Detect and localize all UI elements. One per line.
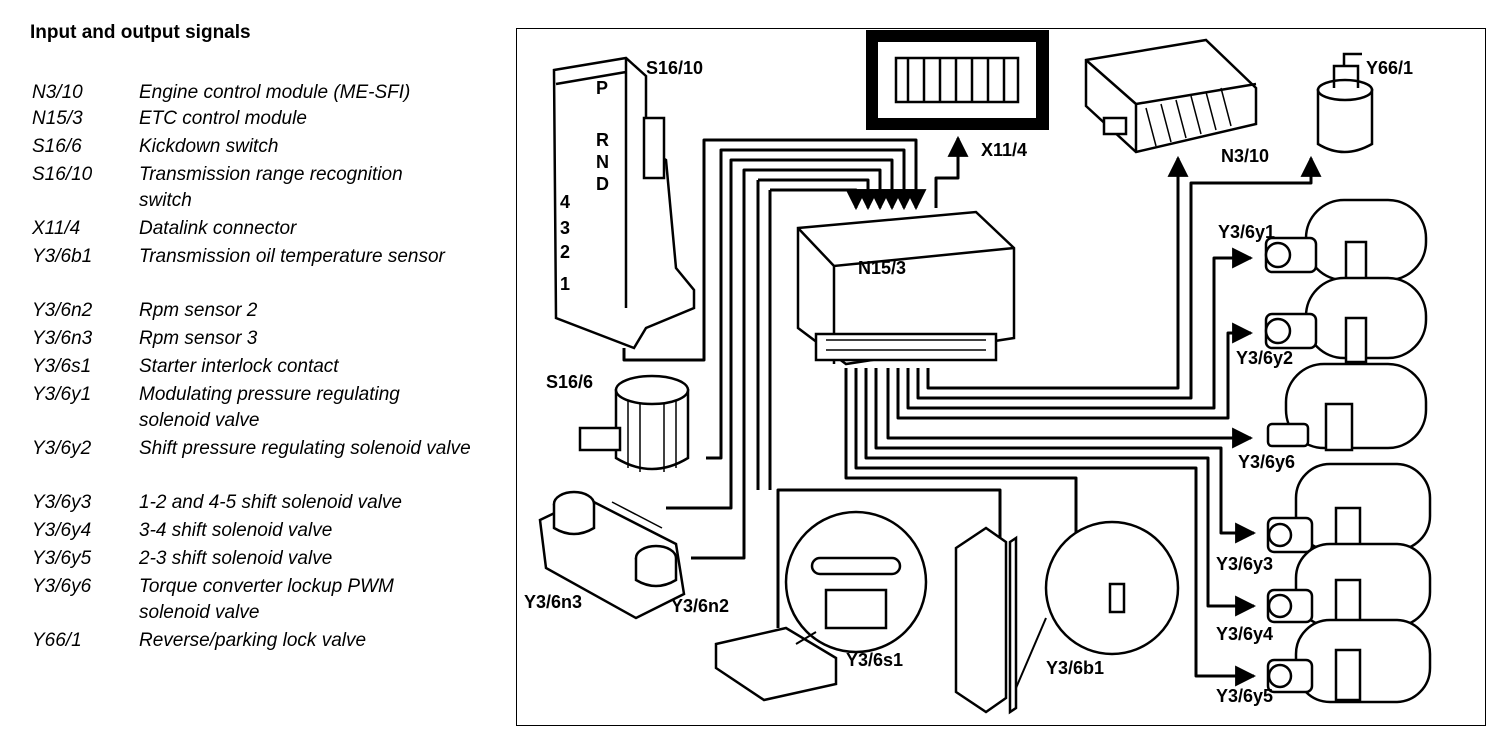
wire-x11-4 xyxy=(934,135,969,208)
legend-desc: Rpm sensor 2 xyxy=(139,300,258,321)
wire-y3-6y4 xyxy=(864,368,1257,617)
wiring-harness xyxy=(622,135,1322,687)
legend-desc: Torque converter lockup PWM solenoid val… xyxy=(139,576,394,623)
etc-control-module-n15-3 xyxy=(796,210,1016,366)
legend-desc: 1-2 and 4-5 shift solenoid valve xyxy=(139,492,402,513)
legend-desc: Transmission range recognition switch xyxy=(139,164,403,211)
legend-desc: Starter interlock contact xyxy=(139,356,339,377)
wiring-diagram: P R N D 4 3 2 1 S16/10 X11/4 N3/10 xyxy=(516,28,1486,726)
detail-leader-b1 xyxy=(1015,617,1047,689)
legend-title: Input and output signals xyxy=(30,22,251,43)
range-switch-s16-10: P R N D 4 3 2 1 xyxy=(552,56,696,350)
selector-position: D xyxy=(596,174,609,194)
wire-y66-1 xyxy=(916,155,1322,400)
selector-position: 1 xyxy=(560,274,570,294)
oil-temperature-sensor-y3-6b1 xyxy=(954,520,1180,715)
legend-desc: Datalink connector xyxy=(139,218,297,239)
label-s16-10: S16/10 xyxy=(646,58,703,78)
datalink-connector-x11-4 xyxy=(866,30,1049,130)
label-y3-6y3: Y3/6y3 xyxy=(1216,554,1273,574)
legend-desc: Shift pressure regulating solenoid valve xyxy=(139,438,471,459)
rpm-sensor-y3-6n2 xyxy=(634,544,678,588)
wire-y3-6y3 xyxy=(874,368,1257,544)
label-y3-6n2: Y3/6n2 xyxy=(671,596,729,616)
legend-code: Y3/6y5 xyxy=(32,548,92,569)
selector-position: N xyxy=(596,152,609,172)
wire-n3-10 xyxy=(926,155,1189,390)
legend-code: Y3/6y6 xyxy=(32,576,92,597)
legend-code: N15/3 xyxy=(32,108,83,129)
detail-leader-s1 xyxy=(795,631,817,645)
legend-code: N3/10 xyxy=(32,82,83,103)
solenoid-valve-y3-6y3 xyxy=(1266,462,1432,558)
selector-position: 4 xyxy=(560,192,570,212)
engine-control-module-n3-10 xyxy=(1084,38,1258,154)
legend-code: Y3/6b1 xyxy=(32,246,93,267)
legend-desc: 3-4 shift solenoid valve xyxy=(139,520,333,541)
legend-desc: Transmission oil temperature sensor xyxy=(139,246,445,267)
label-y66-1: Y66/1 xyxy=(1366,58,1413,78)
legend-desc: Engine control module (ME-SFI) xyxy=(139,82,411,103)
wire-y3-6y1 xyxy=(906,247,1254,410)
legend-code: Y3/6y2 xyxy=(32,438,92,459)
legend-code: S16/10 xyxy=(32,164,93,185)
wire-y3-6y2 xyxy=(896,322,1254,420)
wire-s16-10 xyxy=(622,138,927,362)
label-n15-3: N15/3 xyxy=(858,258,906,278)
legend-desc: Kickdown switch xyxy=(139,136,279,157)
legend-code: S16/6 xyxy=(32,136,82,157)
selector-position: R xyxy=(596,130,609,150)
kickdown-switch-s16-6 xyxy=(578,374,690,472)
solenoid-valve-y3-6y5 xyxy=(1266,618,1432,704)
solenoid-valve-y3-6y4 xyxy=(1266,542,1432,630)
label-y3-6n3: Y3/6n3 xyxy=(524,592,582,612)
wire-y3-6y6 xyxy=(886,368,1254,449)
wire-y3-6y5 xyxy=(854,368,1257,687)
starter-interlock-contact-y3-6s1 xyxy=(714,510,928,702)
label-n3-10: N3/10 xyxy=(1221,146,1269,166)
legend-code: X11/4 xyxy=(32,218,81,239)
wire-y3-6n3 xyxy=(666,158,903,510)
legend-code: Y66/1 xyxy=(32,630,82,651)
wire-y3-6s1 xyxy=(776,488,1002,628)
legend-desc: 2-3 shift solenoid valve xyxy=(139,548,333,569)
label-y3-6y6: Y3/6y6 xyxy=(1238,452,1295,472)
selector-position: P xyxy=(596,78,608,98)
legend-code: Y3/6y4 xyxy=(32,520,92,541)
selector-position: 2 xyxy=(560,242,570,262)
legend-desc: Rpm sensor 3 xyxy=(139,328,258,349)
wire-y3-6n2 xyxy=(691,168,891,560)
legend-desc: Modulating pressure regulating solenoid … xyxy=(139,384,400,431)
label-x11-4: X11/4 xyxy=(981,140,1027,160)
selector-position: 3 xyxy=(560,218,570,238)
legend-desc: Reverse/parking lock valve xyxy=(139,630,367,651)
wire-s16-6 xyxy=(706,148,915,460)
label-y3-6y5: Y3/6y5 xyxy=(1216,686,1273,706)
label-y3-6y2: Y3/6y2 xyxy=(1236,348,1293,368)
legend-code: Y3/6n2 xyxy=(32,300,93,321)
legend-code: Y3/6y3 xyxy=(32,492,92,513)
label-y3-6s1: Y3/6s1 xyxy=(846,650,903,670)
label-s16-6: S16/6 xyxy=(546,372,593,392)
solenoid-valve-y3-6y2 xyxy=(1264,276,1428,364)
label-y3-6b1: Y3/6b1 xyxy=(1046,658,1104,678)
label-y3-6y1: Y3/6y1 xyxy=(1218,222,1275,242)
legend-code: Y3/6y1 xyxy=(32,384,92,405)
label-y3-6y4: Y3/6y4 xyxy=(1216,624,1273,644)
legend-code: Y3/6s1 xyxy=(32,356,92,377)
solenoid-valve-y3-6y6 xyxy=(1266,362,1428,452)
reverse-parking-lock-valve-y66-1 xyxy=(1316,52,1374,154)
wire-y3-6b1 xyxy=(844,368,1078,548)
legend-desc: ETC control module xyxy=(139,108,307,129)
legend-code: Y3/6n3 xyxy=(32,328,93,349)
legend-panel: Input and output signals N3/10 Engine con… xyxy=(0,0,500,740)
rpm-sensor-y3-6n3 xyxy=(552,490,596,536)
